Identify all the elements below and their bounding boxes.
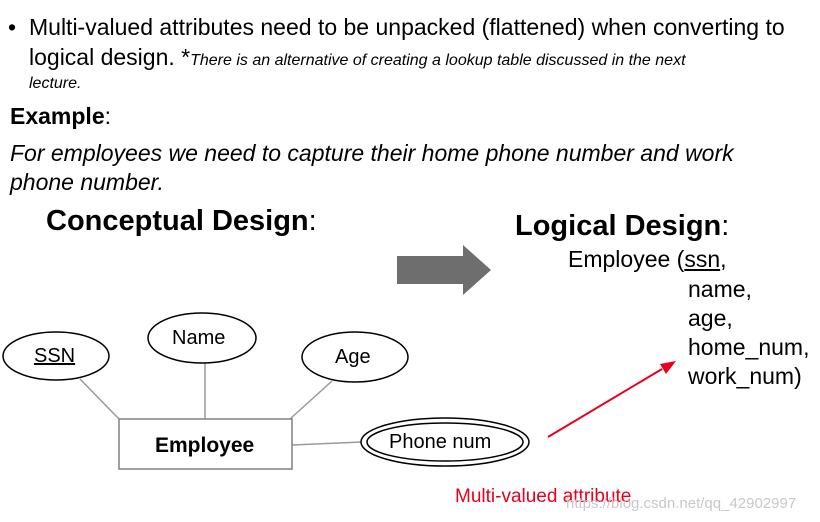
phone-ellipse-outer: [360, 417, 530, 467]
conceptual-colon: :: [308, 205, 317, 237]
logical-field: age,: [688, 305, 733, 331]
logical-heading-text: Logical Design: [515, 210, 722, 242]
age-label: Age: [335, 346, 371, 368]
bullet-line-1: Multi-valued attributes need to be unpac…: [29, 14, 785, 40]
bullet-marker: •: [8, 14, 17, 40]
connector-ssn: [79, 378, 120, 420]
note-asterisk: *: [181, 44, 191, 70]
logical-colon: :: [721, 210, 730, 242]
example-heading: Example:: [10, 103, 111, 130]
bullet-line-2: logical design. *There is an alternative…: [29, 44, 686, 74]
example-label: Example: [10, 103, 105, 129]
logical-field: home_num,: [688, 334, 810, 360]
ssn-label: SSN: [34, 345, 76, 367]
transform-arrow: [397, 245, 491, 295]
annotation-arrow-line: [547, 368, 663, 438]
phone-ellipse-inner: [366, 422, 524, 462]
conceptual-heading-text: Conceptual Design: [46, 205, 309, 237]
bullet-line-2-text: logical design.: [29, 44, 175, 70]
relation-key-comma: ,: [720, 246, 727, 272]
note-line-1: There is an alternative of creating a lo…: [190, 52, 686, 69]
relation-key: ssn: [684, 246, 721, 272]
connector-age: [289, 380, 333, 420]
logical-field: name,: [688, 276, 752, 302]
annotation-arrow-head: [660, 361, 676, 374]
note-line-2: lecture.: [29, 75, 82, 92]
logical-heading: Logical Design:: [515, 210, 729, 243]
name-label: Name: [172, 327, 226, 349]
example-colon: :: [104, 103, 111, 129]
watermark: https://blog.csdn.net/qq_42902997: [566, 495, 797, 512]
ssn-ellipse: [2, 331, 110, 381]
logical-field: work_num): [688, 363, 802, 389]
note-line-2-text: lecture: [29, 75, 78, 92]
name-ellipse: [147, 312, 257, 364]
entity-box: [118, 418, 293, 470]
example-line-2: phone number.: [10, 169, 164, 195]
example-line-1: For employees we need to capture their h…: [10, 140, 734, 166]
conceptual-heading: Conceptual Design:: [46, 205, 317, 238]
entity-label: Employee: [155, 434, 255, 457]
age-ellipse: [301, 331, 409, 383]
relation-name: Employee (: [568, 246, 685, 272]
logical-relation: Employee (ssn,: [568, 245, 727, 274]
phone-label: Phone num: [389, 431, 492, 453]
connector-phone: [291, 441, 363, 446]
multivalued-caption: Multi-valued attribute: [455, 486, 632, 507]
